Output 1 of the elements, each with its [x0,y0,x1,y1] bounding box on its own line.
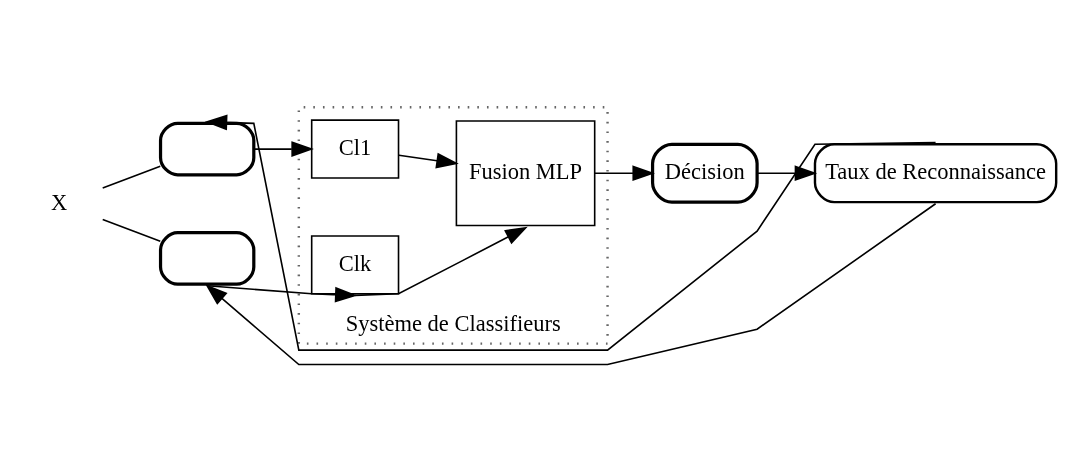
node-text: X [51,189,68,215]
